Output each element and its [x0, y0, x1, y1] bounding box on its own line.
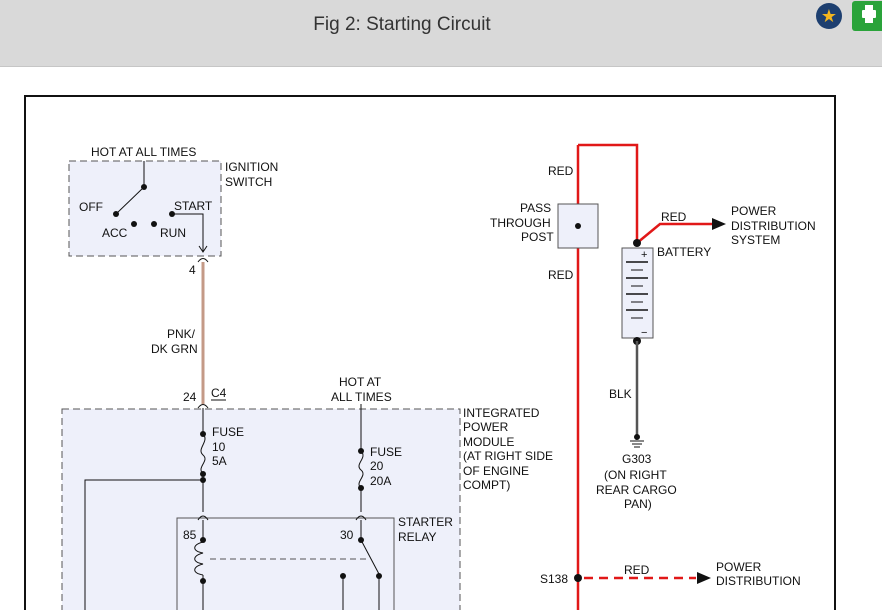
ipm-label: POWER [463, 420, 509, 434]
fuse-10-symbol [200, 433, 206, 475]
ipm-label: INTEGRATED [463, 406, 540, 420]
switch-run-label: RUN [160, 226, 186, 240]
fuse-20-label: 20A [370, 474, 391, 488]
pds-arrow-top [712, 218, 726, 230]
g303-label: (ON RIGHT [604, 468, 667, 482]
switch-acc-dot [131, 221, 137, 227]
pds-arrow-bottom [697, 572, 711, 584]
starter-relay-label: RELAY [398, 530, 436, 544]
ignition-switch-label: IGNITION [225, 160, 278, 174]
pin-85-label: 85 [183, 528, 197, 542]
battery-positive-dot [633, 239, 641, 247]
battery-box [621, 247, 654, 339]
switch-start-label: START [174, 199, 213, 213]
s138-splice-dot [574, 574, 582, 582]
fuse-20-label: 20 [370, 459, 384, 473]
pds-label: SYSTEM [731, 233, 780, 247]
switch-run-dot [151, 221, 157, 227]
switch-off-dot [113, 211, 119, 217]
coil-bottom-dot [200, 578, 206, 584]
pass-through-dot [575, 223, 581, 229]
hot-at-all-times-label: ALL TIMES [331, 390, 392, 404]
wire-color-label: DK GRN [151, 342, 198, 356]
wire-color-label: PNK/ [167, 327, 196, 341]
ground-dot [634, 434, 640, 440]
fuse-10-label: 10 [212, 440, 226, 454]
page-title: Fig 2: Starting Circuit [313, 14, 491, 35]
connector-pin-30 [355, 515, 367, 521]
pds-label: DISTRIBUTION [731, 219, 816, 233]
start-arrow-head [198, 245, 208, 253]
connector-c4-label: C4 [211, 386, 227, 400]
hot-at-all-times-label: HOT AT [339, 375, 382, 389]
coil-top-dot [200, 537, 206, 543]
fuse-20-symbol [358, 450, 364, 489]
relay-coil-symbol [194, 541, 204, 576]
fuse-10-label: FUSE [212, 425, 244, 439]
star-icon: ★ [820, 5, 838, 26]
pass-through-label: POST [521, 230, 554, 244]
connector-pin-85 [197, 515, 209, 521]
print-button[interactable] [852, 1, 882, 31]
g303-label: G303 [622, 452, 652, 466]
blk-wire-label: BLK [609, 387, 632, 401]
switch-acc-label: ACC [102, 226, 128, 240]
starter-relay-label: STARTER [398, 515, 453, 529]
printer-icon [862, 5, 876, 23]
battery-label: BATTERY [657, 245, 711, 259]
connector-pin-24 [197, 404, 209, 409]
top-bar: Fig 2: Starting Circuit ★ [0, 0, 882, 67]
switch-blade [115, 186, 145, 215]
pds-label: POWER [731, 204, 777, 218]
ignition-switch-label: SWITCH [225, 175, 272, 189]
favorite-star-button[interactable]: ★ [816, 3, 842, 29]
red-wire-to-pds [636, 222, 712, 244]
relay-contact-blade [360, 539, 380, 575]
fuse-20-label: FUSE [370, 445, 402, 459]
pin-30-label: 30 [340, 528, 354, 542]
pds-label: DISTRIBUTION [716, 574, 801, 588]
red-wire-top-loop [578, 143, 639, 243]
pass-through-label: PASS [520, 201, 551, 215]
s138-label: S138 [540, 572, 568, 586]
pin-24-label: 24 [183, 390, 197, 404]
fuse-10-label: 5A [212, 454, 227, 468]
red-wire-label: RED [624, 563, 650, 577]
red-wire-label: RED [548, 268, 574, 282]
red-wire-label: RED [661, 210, 687, 224]
ipm-label: MODULE [463, 435, 514, 449]
switch-off-label: OFF [79, 200, 103, 214]
g303-label: PAN) [624, 497, 652, 511]
starter-relay-box [176, 517, 395, 610]
pds-label: POWER [716, 560, 762, 574]
ignition-switch-box [68, 160, 222, 257]
g303-label: REAR CARGO [596, 483, 677, 497]
pin-4-label: 4 [189, 263, 196, 277]
battery-minus-label: − [641, 327, 647, 339]
ipm-label: (AT RIGHT SIDE [463, 449, 553, 463]
ipm-label: OF ENGINE [463, 464, 529, 478]
pass-through-label: THROUGH [490, 216, 551, 230]
branch-wire-left [84, 479, 203, 610]
connector-pin-4 [197, 258, 209, 263]
ipm-label: COMPT) [463, 478, 510, 492]
red-wire-label: RED [548, 164, 574, 178]
battery-plus-label: + [641, 249, 647, 261]
start-contact-wire [172, 213, 204, 251]
hot-at-all-times-label: HOT AT ALL TIMES [91, 145, 196, 159]
